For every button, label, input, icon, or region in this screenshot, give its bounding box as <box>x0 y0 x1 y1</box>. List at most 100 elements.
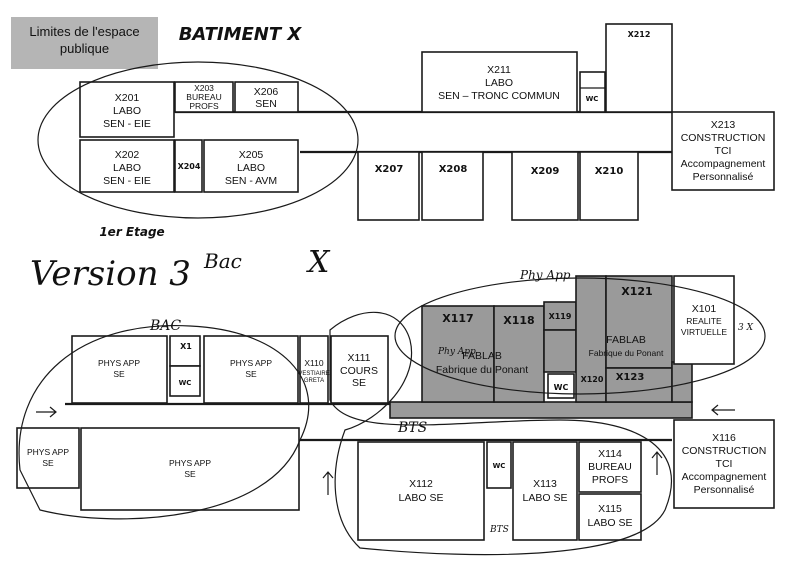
floor-note: 1er Etage <box>99 225 164 239</box>
room-x1[interactable] <box>169 335 201 367</box>
legend-public-space: Limites de l'espace publique <box>11 17 158 69</box>
room-x113-id: X113 <box>533 478 557 490</box>
room-x114-id: X114 <box>598 448 622 460</box>
stair-arrow-1 <box>322 471 334 495</box>
room-x213-id: X213 <box>711 119 736 131</box>
room-x205[interactable] <box>203 139 299 193</box>
room-x207[interactable] <box>357 151 420 221</box>
room-x116-note2: Personnalisé <box>694 484 755 496</box>
room-x207-id: X207 <box>375 164 404 175</box>
room-x205-id: X205 <box>239 149 264 161</box>
room-x116[interactable] <box>673 419 775 509</box>
wc-lower-label: WC <box>493 462 506 470</box>
fablab-left-name: FABLAB <box>462 350 502 362</box>
version-note: Version 3 <box>30 254 191 294</box>
bts-small-label: BTS <box>489 525 509 535</box>
room-x119-id: X119 <box>549 312 572 321</box>
room-x114[interactable] <box>578 441 642 493</box>
room-x121-id: X121 <box>621 285 652 298</box>
room-x115-use: LABO SE <box>588 517 633 529</box>
room-x204-id: X204 <box>178 162 201 171</box>
upper-floor: X201 LABO SEN - EIE X202 LABO SEN - EIE … <box>37 23 775 221</box>
room-x204[interactable] <box>174 139 203 193</box>
pai-note: Phy App <box>437 347 476 357</box>
room-x208-id: X208 <box>439 164 468 175</box>
room-phys-app-2[interactable] <box>203 335 299 404</box>
room-wc-lower-left[interactable] <box>169 365 201 397</box>
room-x211[interactable] <box>421 51 578 113</box>
room-x213-use: TCI <box>715 145 732 157</box>
room-x205-use: SEN - AVM <box>225 175 277 187</box>
room-x110-id: X110 <box>304 358 323 368</box>
room-x202-type: LABO <box>113 162 141 174</box>
room-x203-id: X203 <box>194 83 214 93</box>
room-x116-use: TCI <box>716 458 733 470</box>
room-x116-id: X116 <box>712 432 736 444</box>
room-phys-app-3[interactable] <box>16 427 80 489</box>
room-x203[interactable] <box>174 81 234 113</box>
stair-arrow-2 <box>651 451 663 475</box>
bac-circle <box>18 325 310 520</box>
room-wc-upper-label: WC <box>586 95 599 103</box>
room-x118[interactable] <box>493 305 545 403</box>
phys-app-3-use: SE <box>42 458 54 468</box>
room-x201[interactable] <box>79 81 175 138</box>
room-x111[interactable] <box>330 335 389 404</box>
room-x202[interactable] <box>79 139 175 193</box>
fablab-circle <box>394 277 766 395</box>
room-x118-id: X118 <box>503 314 534 327</box>
phys-app-1-name: PHYS APP <box>98 358 140 368</box>
room-x213-note2: Personnalisé <box>693 171 754 183</box>
public-corridor-band <box>389 401 693 419</box>
room-x112[interactable] <box>357 441 485 541</box>
room-x116-type: CONSTRUCTION <box>682 445 767 457</box>
room-x213[interactable] <box>671 111 775 191</box>
room-x117[interactable] <box>421 305 495 403</box>
phys-app-4-name: PHYS APP <box>169 458 211 468</box>
room-x110-use: GRETA <box>304 378 324 384</box>
room-x201-id: X201 <box>115 92 140 104</box>
room-wc-lower[interactable] <box>486 441 512 489</box>
room-x117-id: X117 <box>442 312 473 325</box>
bac-label: BAC <box>149 318 181 334</box>
room-x114-use: PROFS <box>592 474 628 486</box>
phys-app-2-use: SE <box>245 369 257 379</box>
room-x206[interactable] <box>234 81 299 113</box>
room-x210[interactable] <box>579 151 639 221</box>
room-x113[interactable] <box>512 441 578 541</box>
room-x110[interactable] <box>299 335 329 404</box>
room-x206-id: X206 <box>254 86 279 98</box>
room-x208[interactable] <box>421 151 484 221</box>
room-fablab-store[interactable] <box>543 329 577 373</box>
room-x110-type: VESTIAIRE <box>298 371 329 377</box>
room-phys-app-1[interactable] <box>71 335 168 404</box>
phy-app-note: Phy App <box>519 268 571 282</box>
room-x115[interactable] <box>578 493 642 541</box>
room-wc-upper[interactable] <box>579 71 606 113</box>
fablab-right-name: FABLAB <box>606 334 646 346</box>
room-x213-type: CONSTRUCTION <box>681 132 766 144</box>
room-x123[interactable] <box>605 367 673 403</box>
fablab-right-sub: Fabrique du Ponant <box>589 348 664 358</box>
room-x116-note1: Accompagnement <box>682 471 767 483</box>
room-x202-use: SEN - EIE <box>103 175 151 187</box>
room-x209[interactable] <box>511 151 579 221</box>
room-x112-id: X112 <box>409 478 433 490</box>
fablab-left-sub: Fabrique du Ponant <box>436 364 528 376</box>
room-x121[interactable] <box>605 275 673 369</box>
room-x123-id: X123 <box>616 372 645 383</box>
room-x120-id: X120 <box>581 375 604 384</box>
room-x211-type: LABO <box>485 77 513 89</box>
room-x101[interactable] <box>673 275 735 365</box>
room-x201-type: LABO <box>113 105 141 117</box>
room-x1-label: X1 <box>180 342 192 351</box>
room-x111-type: COURS <box>340 365 378 377</box>
room-phys-app-4[interactable] <box>80 427 300 511</box>
room-x212[interactable] <box>605 23 673 113</box>
room-x203-use: PROFS <box>189 101 219 111</box>
room-x114-type: BUREAU <box>588 461 632 473</box>
bts-label: BTS <box>397 420 427 436</box>
legend-line-1: Limites de l'espace <box>29 24 140 39</box>
entrance-arrow-left <box>36 406 57 418</box>
